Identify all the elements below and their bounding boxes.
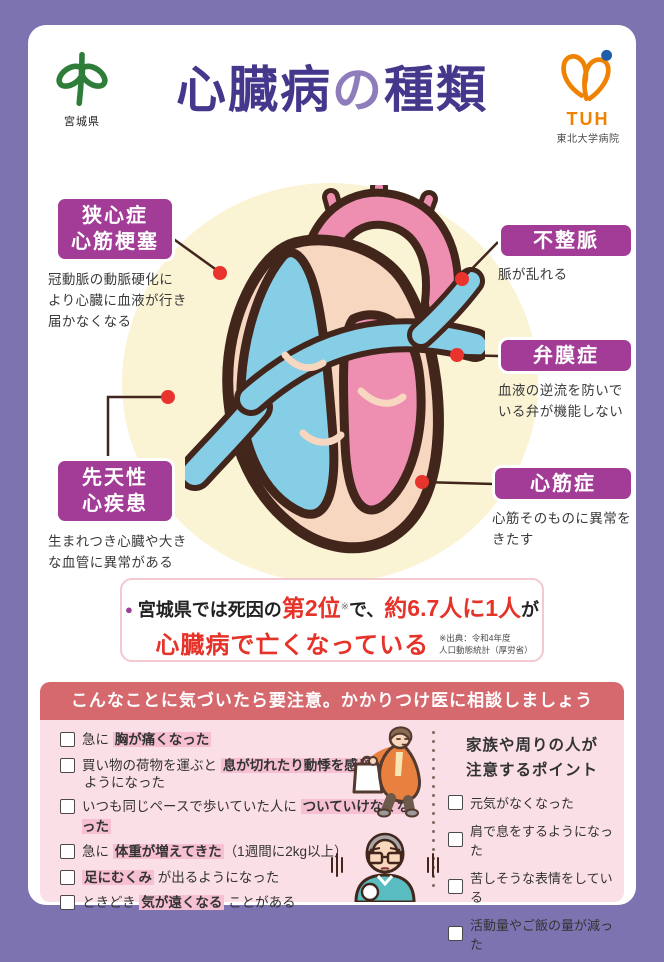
bullet-icon: ● (124, 602, 133, 617)
warning-banner: こんなことに気づいたら要注意。かかりつけ医に相談しましょう (40, 682, 624, 720)
miyagi-leaf-icon (56, 51, 108, 107)
page-title: 心臓病の種類 (176, 62, 488, 118)
elderly-man-illustration (331, 832, 439, 902)
callout-arrhythmia: 不整脈 (498, 222, 634, 259)
symptom-checklist: 急に 胸が痛くなった 買い物の荷物を運ぶと 息が切れたり動悸を感じる ようになっ… (60, 730, 422, 919)
tuh-logo: TUH 東北大学病院 (550, 49, 626, 145)
callout-valve-disease-desc: 血液の逆流を防いで いる弁が機能しない (498, 383, 624, 419)
callout-cardiomyopathy: 心筋症 (492, 465, 634, 502)
checklist-item: ときどき 気が遠くなる ことがある (60, 893, 422, 913)
checkbox[interactable] (448, 832, 463, 848)
checkbox[interactable] (448, 879, 463, 895)
warning-panel: 急に 胸が痛くなった 買い物の荷物を運ぶと 息が切れたり動悸を感じる ようになっ… (40, 720, 624, 952)
checklist-item: 活動量やご飯の量が減った (448, 915, 616, 953)
statistics-footnote: ※出典：令和4年度 人口動態統計（厚労省） (439, 632, 533, 656)
elderly-woman-illustration (352, 726, 421, 818)
checkbox[interactable] (60, 757, 75, 773)
checklist-item: 肩で息をするようになった (448, 821, 616, 859)
checkbox[interactable] (448, 794, 463, 810)
callout-congenital-desc: 生まれつき心臓や大き な血管に異常がある (48, 534, 187, 570)
checkbox[interactable] (60, 869, 75, 885)
tuh-acronym: TUH (566, 109, 610, 129)
checkbox[interactable] (60, 844, 75, 860)
family-points-heading: 家族や周りの人が 注意するポイント (465, 737, 598, 779)
callout-arrhythmia-desc: 脈が乱れる (498, 267, 568, 282)
callout-valve-disease: 弁膜症 (498, 337, 634, 374)
poster-page: { "header": { "title": { "seg1": "心臓病", … (28, 25, 636, 952)
checklist-item: 苦しそうな表情をしている (448, 868, 616, 906)
poster-card: 宮城県 心臓病の種類 TUH 東北大学病院 (28, 25, 636, 952)
checklist-item: 急に 体重が増えてきた（1週間に2kg以上） (60, 842, 422, 862)
callout-angina: 狭心症 心筋梗塞 (55, 196, 175, 262)
checkbox[interactable] (60, 799, 75, 815)
family-points: 家族や周りの人が 注意するポイント 元気がなくなった 肩で息をするようになった … (448, 734, 616, 962)
checklist-item-continuation: ようになった (84, 775, 165, 791)
checklist-item: 買い物の荷物を運ぶと 息が切れたり動悸を感じる (60, 756, 422, 776)
warning-section: こんなことに気づいたら要注意。かかりつけ医に相談しましょう 急に 胸が痛くなった… (40, 682, 624, 952)
callout-angina-desc: 冠動脈の動脈硬化に より心臓に血液が行き 届かなくなる (48, 272, 187, 329)
heart-illustration (185, 185, 485, 554)
callout-congenital: 先天性 心疾患 (55, 458, 175, 524)
tuh-name: 東北大学病院 (556, 134, 620, 145)
checkbox[interactable] (448, 926, 463, 942)
tuh-heart-icon (561, 49, 613, 102)
dotted-divider (432, 728, 435, 892)
callout-cardiomyopathy-desc: 心筋そのものに異常を きたす (492, 511, 631, 547)
checkbox[interactable] (60, 732, 75, 747)
statistics-line2: 心臓病で亡くなっている ※出典：令和4年度 人口動態統計（厚労省） (155, 632, 533, 659)
checklist-item: 足にむくみ が出るようになった (60, 868, 422, 888)
checkbox[interactable] (60, 895, 75, 911)
statistics-box: ●宮城県では死因の第2位※で、約6.7人に1人が 心臓病で亡くなっている ※出典… (120, 578, 544, 662)
checklist-item: 元気がなくなった (448, 793, 616, 812)
checklist-item: 急に 胸が痛くなった (60, 730, 422, 750)
miyagi-label: 宮城県 (64, 116, 100, 128)
checklist-item: いつも同じペースで歩いていた人に ついていけなくなった (60, 797, 422, 836)
miyagi-logo: 宮城県 (52, 51, 112, 129)
statistics-line1: ●宮城県では死因の第2位※で、約6.7人に1人が (124, 595, 540, 621)
